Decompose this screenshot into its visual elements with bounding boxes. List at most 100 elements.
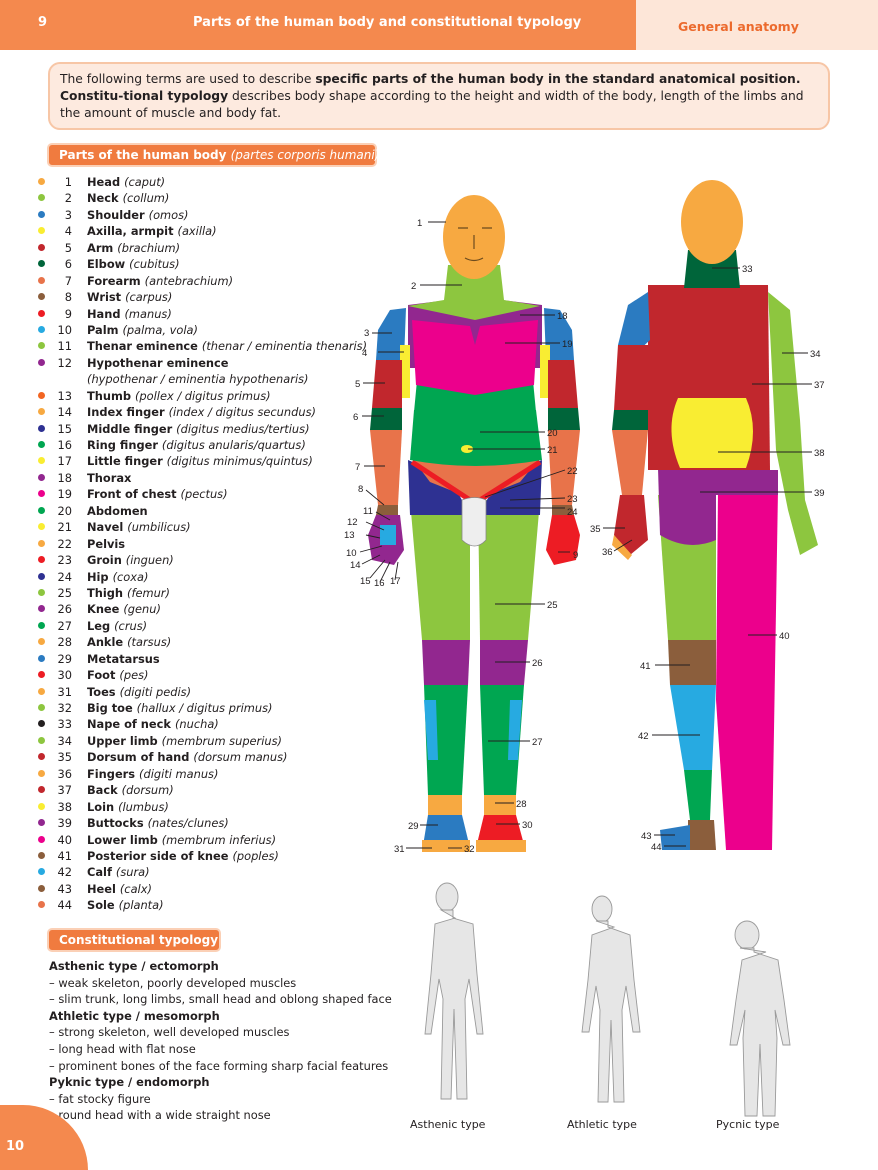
typology-descriptions: Asthenic type / ectomorph– weak skeleton…	[49, 958, 392, 1124]
part-term-text: Loin	[87, 799, 115, 814]
figure-label-5: 5	[355, 379, 360, 390]
parts-heading: Parts of the human body (partes corporis…	[47, 143, 379, 167]
part-color-dot	[38, 424, 45, 432]
part-latin: (poples)	[232, 848, 279, 863]
part-number: 30	[57, 668, 73, 683]
figure-label-29: 29	[408, 821, 419, 832]
part-term: Thumb (pollex / digitus primus)	[87, 388, 271, 404]
figure-label-25: 25	[547, 600, 558, 611]
part-term-text: Dorsum of hand	[87, 750, 190, 765]
part-color-dot	[38, 621, 45, 629]
part-latin: (manus)	[124, 306, 172, 321]
front-thigh-right	[410, 500, 470, 640]
part-number: 16	[57, 438, 73, 453]
part-color-dot	[38, 293, 45, 301]
part-term: Loin (lumbus)	[87, 799, 169, 815]
part-color-dot	[38, 178, 45, 185]
part-term-text: Pelvis	[87, 536, 126, 551]
part-latin-second-line: (hypothenar / eminentia hypothenaris)	[87, 371, 309, 386]
part-latin: (caput)	[124, 175, 166, 189]
part-latin: (digiti pedis)	[119, 684, 192, 699]
part-number: 11	[57, 339, 73, 354]
part-color-dot	[38, 851, 45, 859]
part-latin: (calx)	[119, 881, 152, 896]
part-latin: (membrum superius)	[161, 733, 283, 748]
part-term: Ankle (tarsus)	[87, 634, 171, 650]
part-number: 26	[57, 602, 73, 617]
part-term: Buttocks (nates/clunes)	[87, 815, 229, 831]
front-neck	[408, 265, 540, 320]
part-number: 3	[64, 207, 72, 222]
back-figure	[612, 180, 818, 850]
part-term-text: Arm	[87, 240, 114, 255]
asthenic-figure	[424, 882, 484, 1100]
body-types-figure	[424, 882, 791, 1117]
back-head	[681, 180, 743, 264]
part-color-dot	[38, 227, 45, 235]
front-knee-right	[422, 640, 470, 685]
front-hand-left	[546, 515, 580, 565]
part-color-dot	[38, 194, 45, 202]
part-number: 42	[57, 865, 73, 880]
part-latin: (pectus)	[180, 487, 228, 502]
part-term: Front of chest (pectus)	[87, 486, 228, 502]
figure-label-19: 19	[562, 339, 573, 350]
part-term-text: Hypothenar eminence	[87, 355, 229, 370]
figure-label-9: 9	[573, 550, 578, 561]
part-term-text: Neck	[87, 191, 119, 206]
part-term-text: Thorax	[87, 470, 132, 485]
back-buttocks	[658, 468, 716, 545]
part-term-text: Index finger	[87, 405, 165, 420]
front-arm-right	[372, 360, 402, 408]
front-hip-right	[408, 460, 470, 515]
part-latin: (brachium)	[117, 240, 181, 255]
back-lower-limb-left	[716, 490, 778, 850]
front-elbow-right	[370, 408, 402, 430]
part-number: 22	[57, 536, 73, 551]
part-color-dot	[38, 884, 45, 892]
front-groin-line	[410, 459, 542, 503]
typology-line: – weak skeleton, poorly developed muscle…	[49, 975, 297, 990]
part-term: Thenar eminence (thenar / eminentia then…	[87, 338, 367, 354]
back-nape	[684, 250, 740, 288]
part-color-dot	[38, 441, 45, 449]
part-term-text: Thumb	[87, 388, 132, 403]
part-color-dot	[38, 325, 45, 333]
back-elbow-right	[612, 410, 648, 430]
part-term: Elbow (cubitus)	[87, 256, 180, 272]
part-term-text: Abdomen	[87, 503, 148, 518]
part-term-text: Head	[87, 175, 121, 189]
part-item: 1 Head (caput)	[38, 174, 358, 190]
part-number: 25	[57, 585, 73, 600]
part-color-dot	[38, 819, 45, 827]
figure-label-13: 13	[344, 530, 355, 541]
part-latin: (cubitus)	[129, 257, 180, 272]
part-term-text: Toes	[87, 684, 116, 699]
part-term: Palm (palma, vola)	[87, 322, 198, 338]
part-term: Middle finger (digitus medius/tertius)	[87, 421, 310, 437]
figure-label-41: 41	[640, 661, 651, 672]
figure-label-17: 17	[390, 576, 401, 587]
part-term: Thigh (femur)	[87, 585, 170, 601]
back-sole	[660, 825, 690, 850]
part-color-dot	[38, 588, 45, 596]
front-abdomen	[410, 410, 542, 466]
part-number: 19	[57, 487, 73, 502]
part-color-dot	[38, 835, 45, 843]
figure-label-21: 21	[547, 445, 558, 456]
part-latin: (carpus)	[125, 290, 173, 305]
part-term: Index finger (index / digitus secundus)	[87, 404, 316, 420]
part-latin: (genu)	[123, 602, 161, 617]
part-number: 1	[64, 175, 72, 189]
part-number: 4	[64, 224, 72, 239]
